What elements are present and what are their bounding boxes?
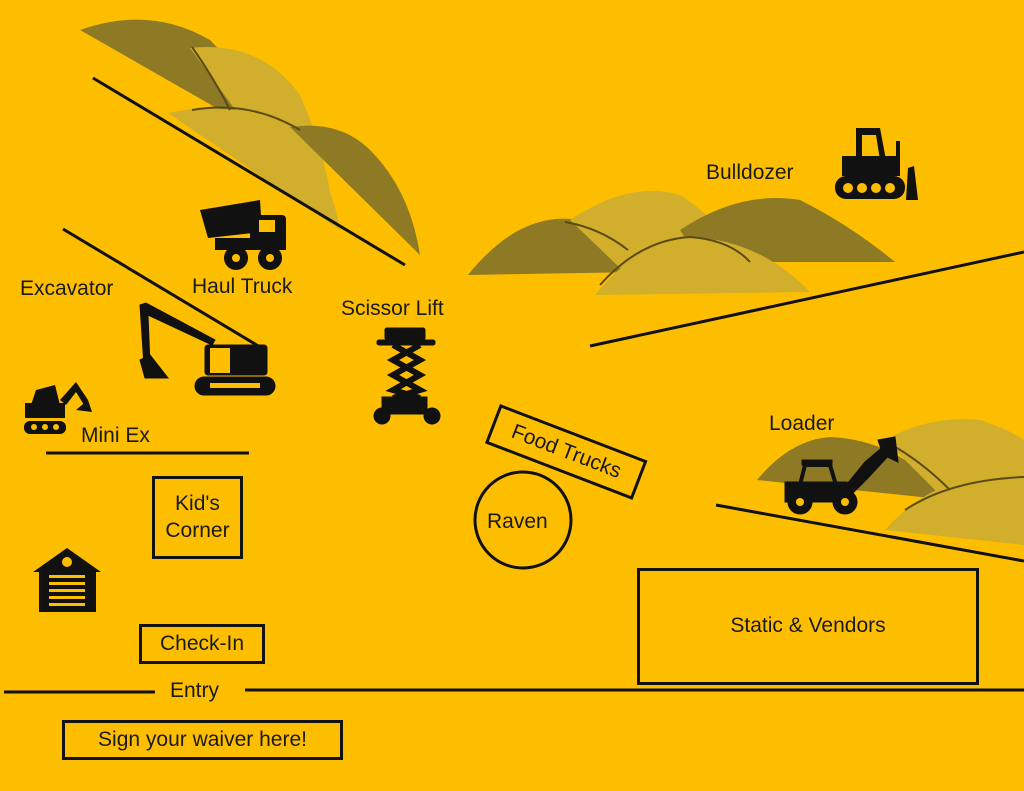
scissor-lift-icon xyxy=(373,327,441,425)
haul-truck-label: Haul Truck xyxy=(192,275,293,298)
loader-label: Loader xyxy=(769,412,835,435)
wheel-loader-icon xyxy=(784,436,899,515)
kids-corner-label-line1: Kid's xyxy=(175,492,220,516)
raven-circle xyxy=(473,470,573,570)
bulldozer-icon xyxy=(835,128,918,200)
garage-icon xyxy=(33,548,101,612)
waiver-box[interactable]: Sign your waiver here! xyxy=(62,720,343,760)
raven-label: Raven xyxy=(487,510,548,533)
kids-corner-zone: Kid's Corner xyxy=(152,476,243,559)
excavator-icon xyxy=(139,302,276,396)
waiver-label: Sign your waiver here! xyxy=(98,727,307,751)
entry-label: Entry xyxy=(170,679,220,702)
kids-corner-label-line2: Corner xyxy=(165,518,230,542)
static-vendors-zone: Static & Vendors xyxy=(637,568,979,685)
boundary-lines xyxy=(4,76,1024,694)
check-in-zone: Check-In xyxy=(139,624,265,664)
bulldozer-label: Bulldozer xyxy=(706,161,794,184)
mini-excavator-icon xyxy=(24,382,92,434)
scissor-lift-label: Scissor Lift xyxy=(341,297,444,320)
dump-truck-icon xyxy=(200,200,286,270)
excavator-label: Excavator xyxy=(20,277,114,300)
static-vendors-label: Static & Vendors xyxy=(730,614,886,638)
mini-ex-label: Mini Ex xyxy=(81,424,150,447)
dirt-mounds-top-right xyxy=(468,190,895,295)
check-in-label: Check-In xyxy=(159,631,245,655)
